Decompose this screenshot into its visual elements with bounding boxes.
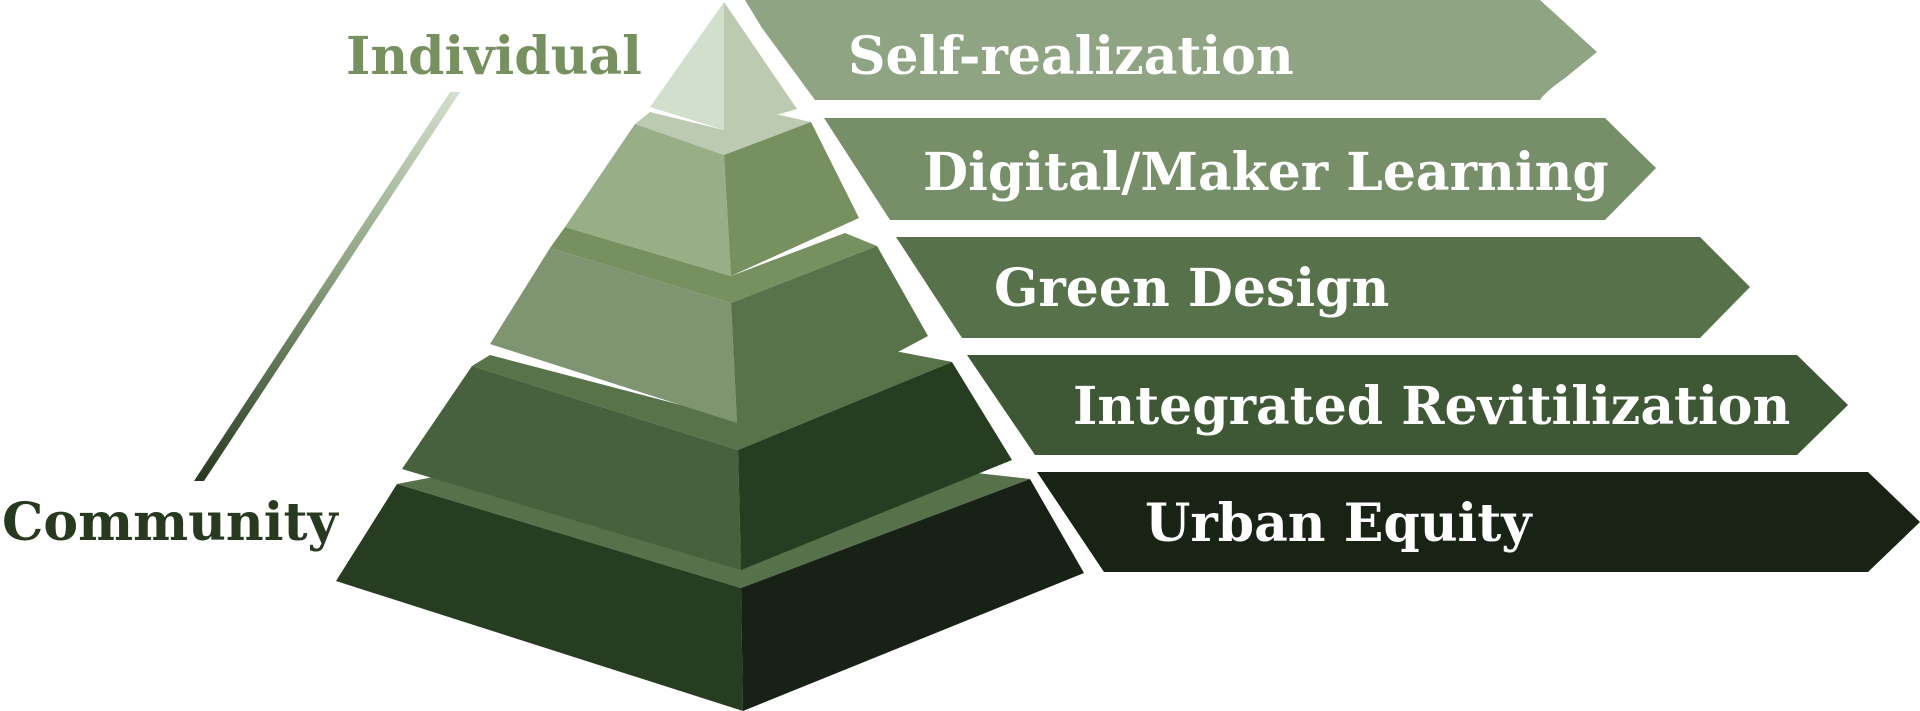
banner-2-label: Digital/Maker Learning: [923, 142, 1609, 203]
banner-4-shape: [967, 355, 1848, 455]
tier-2-top-face: [635, 112, 811, 155]
banner-level-3: Green Design: [896, 237, 1750, 338]
banner-level-1: Self-realization: [745, 0, 1597, 100]
banner-level-5: Urban Equity: [1037, 472, 1920, 572]
tier-1-right-face: [724, 2, 797, 130]
banner-3-label: Green Design: [994, 258, 1389, 319]
banner-1-shape: [745, 0, 1597, 100]
banner-5-label: Urban Equity: [1145, 493, 1533, 554]
banner-level-2: Digital/Maker Learning: [824, 118, 1656, 220]
tier-2-right-face: [724, 122, 859, 276]
tier-1-left-face: [650, 2, 724, 130]
pyramid-tier-3: [490, 227, 952, 423]
pyramid-tier-2: [565, 112, 859, 276]
axis-label-community: Community: [2, 492, 340, 553]
tier-2-left-face: [565, 124, 731, 276]
tier-3-top-face: [550, 227, 877, 303]
tier-3-right-face: [731, 246, 952, 423]
tier-5-left-face: [336, 484, 743, 711]
banner-1-label: Self-realization: [848, 26, 1294, 87]
tier-5-right-face: [741, 479, 1084, 711]
axis-line: [194, 92, 460, 481]
banner-5-shape: [1037, 472, 1920, 572]
banner-3-shape: [896, 237, 1750, 338]
tier-3-left-face: [490, 248, 737, 423]
banner-2-shape: [824, 118, 1656, 220]
pyramid-tier-1: [650, 2, 797, 130]
tier-4-right-face: [738, 362, 1012, 570]
banner-4-label: Integrated Revitilization: [1073, 376, 1790, 437]
axis-label-individual: Individual: [346, 26, 642, 87]
banner-level-4: Integrated Revitilization: [967, 355, 1848, 455]
tier-4-left-face: [402, 366, 741, 570]
